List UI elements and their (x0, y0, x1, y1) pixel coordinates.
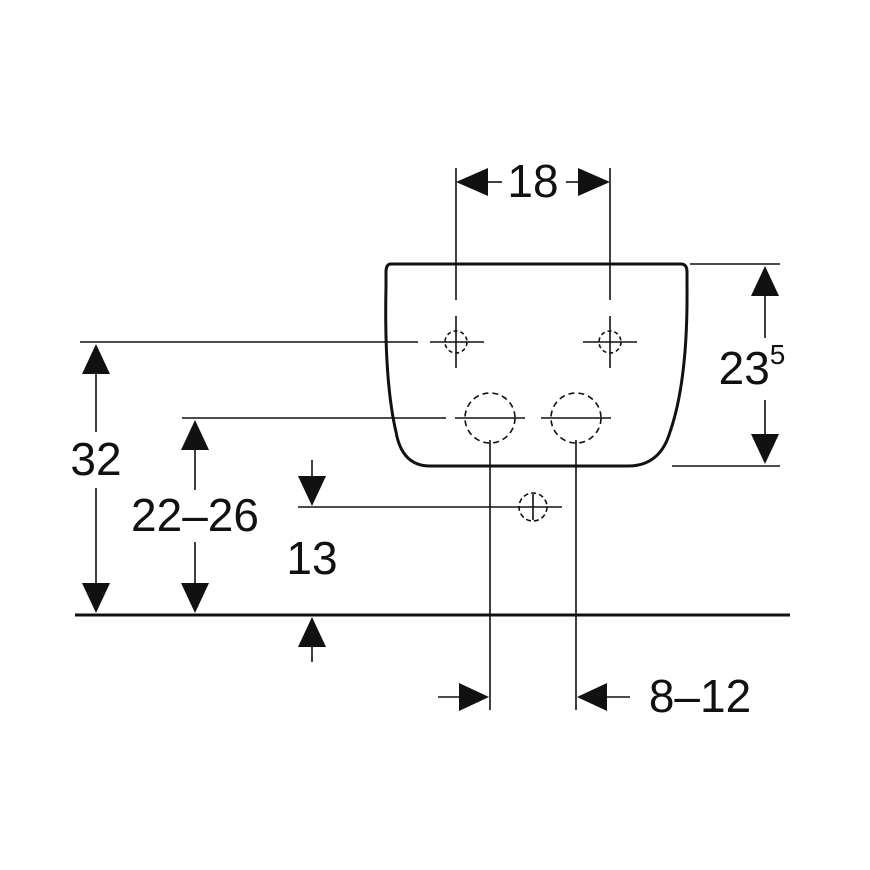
arrowhead-32-bottom (82, 583, 110, 613)
arrowhead-8-left (459, 683, 489, 711)
lower-left-supply-marker (455, 392, 525, 444)
arrowhead-23-top (751, 266, 779, 296)
arrowhead-23-bottom (751, 434, 779, 464)
arrowhead-13-down (298, 476, 326, 506)
upper-right-hole-marker (583, 316, 637, 368)
dimension-label-drain-height: 13 (286, 532, 337, 584)
arrowhead-18-right (578, 168, 610, 196)
lower-right-supply-marker (541, 392, 611, 444)
arrowhead-8-right (577, 683, 607, 711)
dimension-label-body-height: 235 (719, 339, 786, 394)
drain-marker (500, 492, 562, 522)
dimension-label-hole-spacing: 18 (507, 155, 558, 207)
upper-left-hole-marker (430, 316, 484, 368)
dimension-label-supply-height: 22–26 (131, 489, 259, 541)
arrowhead-22-bottom (181, 583, 209, 613)
arrowhead-13-up (298, 617, 326, 647)
dimension-label-body-height-superscript: 5 (770, 339, 786, 370)
cistern-body-outline (384, 262, 689, 468)
dimension-label-mounting-height: 32 (70, 433, 121, 485)
dimension-label-body-height-main: 23 (719, 342, 770, 394)
arrowhead-18-left (456, 168, 488, 196)
dimension-label-wall-distance: 8–12 (649, 670, 751, 722)
arrowhead-32-top (82, 344, 110, 374)
arrowhead-22-top (181, 420, 209, 450)
